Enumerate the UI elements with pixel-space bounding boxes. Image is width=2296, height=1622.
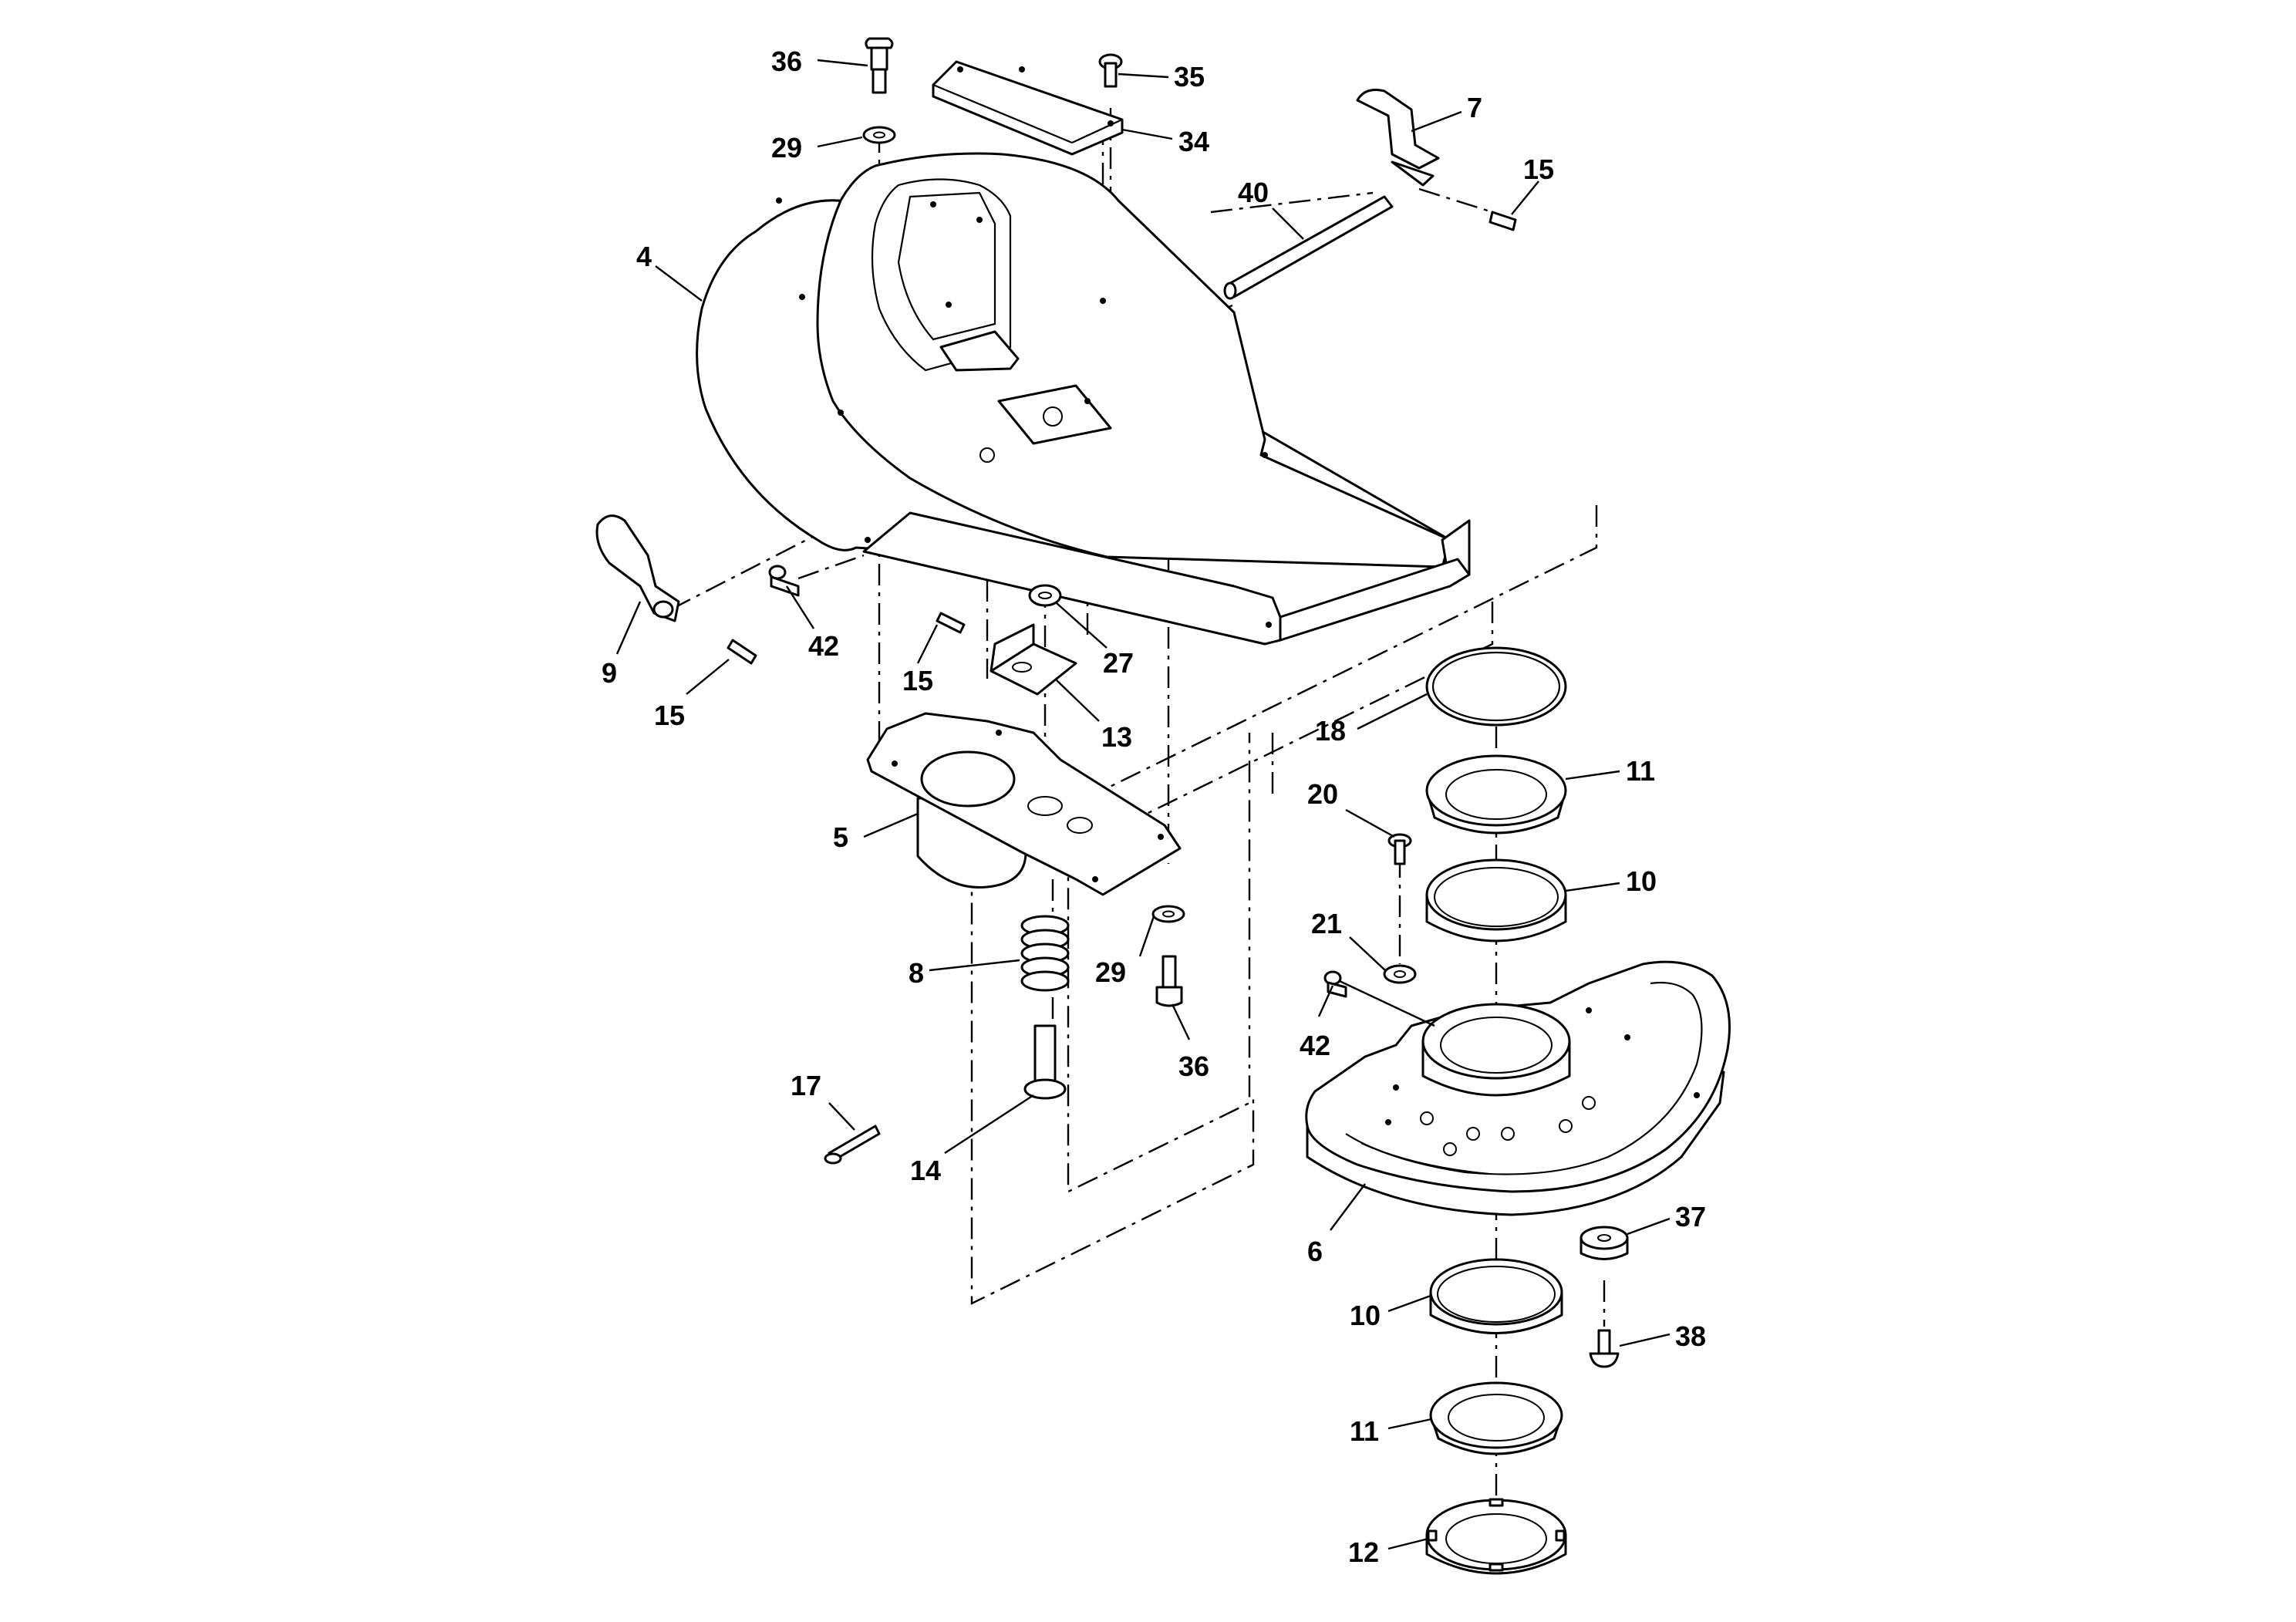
callout-36-top: 36 — [771, 46, 802, 77]
washer-part-29-top — [862, 126, 896, 144]
leader-lines — [615, 59, 1671, 1550]
spacer-part-37 — [1580, 1226, 1629, 1260]
callout-40: 40 — [1238, 177, 1269, 208]
washer-part-27 — [1028, 584, 1062, 607]
callout-27: 27 — [1103, 647, 1134, 679]
spring-part-8 — [1020, 915, 1070, 992]
callout-38: 38 — [1675, 1320, 1706, 1352]
lock-nut-part-12 — [1425, 1498, 1567, 1575]
callout-14: 14 — [910, 1155, 941, 1186]
callout-10-lower: 10 — [1350, 1300, 1381, 1331]
mounting-plate-part-5 — [866, 712, 1182, 896]
grease-fitting-part-42-right — [1323, 970, 1347, 998]
base-plate-part-6 — [1305, 960, 1731, 1216]
callout-9: 9 — [602, 657, 617, 689]
callout-20: 20 — [1307, 778, 1338, 810]
callout-37: 37 — [1675, 1201, 1706, 1233]
callout-15-left: 15 — [654, 700, 685, 731]
screw-part-35 — [1098, 53, 1123, 88]
grease-fitting-part-42-left — [768, 565, 800, 597]
pin-part-15-left — [727, 639, 757, 665]
callout-34: 34 — [1178, 126, 1209, 157]
callout-21: 21 — [1311, 908, 1342, 939]
callout-18: 18 — [1315, 715, 1346, 747]
callout-15-right: 15 — [1523, 153, 1554, 185]
washer-part-21 — [1383, 964, 1417, 984]
bearing-race-part-10-lower — [1429, 1258, 1563, 1334]
callout-10-upper: 10 — [1626, 865, 1657, 897]
pin-part-15-right — [1489, 211, 1517, 231]
callout-11-upper: 11 — [1626, 755, 1655, 787]
pin-part-15-middle — [936, 612, 966, 634]
bracket-part-13 — [990, 623, 1077, 696]
callout-6: 6 — [1307, 1236, 1323, 1267]
bolt-part-38 — [1589, 1329, 1620, 1368]
ring-part-18 — [1425, 646, 1567, 727]
callout-4: 4 — [636, 241, 652, 272]
washer-part-29-lower — [1151, 905, 1185, 923]
callout-5: 5 — [833, 821, 848, 853]
deck-housing-part-4 — [696, 152, 1471, 646]
cotter-pin-part-17 — [824, 1125, 881, 1165]
shaft-part-40 — [1223, 195, 1394, 300]
clevis-pin-part-14 — [1023, 1024, 1067, 1100]
callout-29-lower: 29 — [1095, 956, 1126, 988]
callout-12: 12 — [1348, 1536, 1379, 1568]
lever-part-9 — [595, 514, 680, 622]
callout-17: 17 — [791, 1070, 821, 1101]
bearing-seat-part-11-upper — [1425, 754, 1567, 835]
cover-plate-part-34 — [932, 60, 1124, 156]
callout-11-lower: 11 — [1350, 1415, 1379, 1447]
bolt-part-36-lower — [1155, 955, 1183, 1007]
callout-29-top: 29 — [771, 132, 802, 164]
callout-36-lower: 36 — [1178, 1050, 1209, 1082]
callout-8: 8 — [909, 957, 924, 989]
callout-35: 35 — [1174, 61, 1205, 93]
bolt-part-20 — [1387, 833, 1412, 865]
lever-part-7 — [1356, 89, 1440, 187]
callout-15-middle: 15 — [902, 665, 933, 696]
callout-7: 7 — [1467, 92, 1482, 123]
callout-labels: 36 35 29 34 7 15 40 4 42 9 15 15 27 13 1… — [602, 46, 1706, 1568]
bearing-seat-part-11-lower — [1429, 1381, 1563, 1455]
callout-42-left: 42 — [808, 630, 839, 662]
bearing-race-part-10-upper — [1425, 858, 1567, 943]
bolt-part-36-top — [865, 37, 894, 94]
callout-42-right: 42 — [1300, 1030, 1330, 1061]
callout-13: 13 — [1101, 721, 1132, 753]
